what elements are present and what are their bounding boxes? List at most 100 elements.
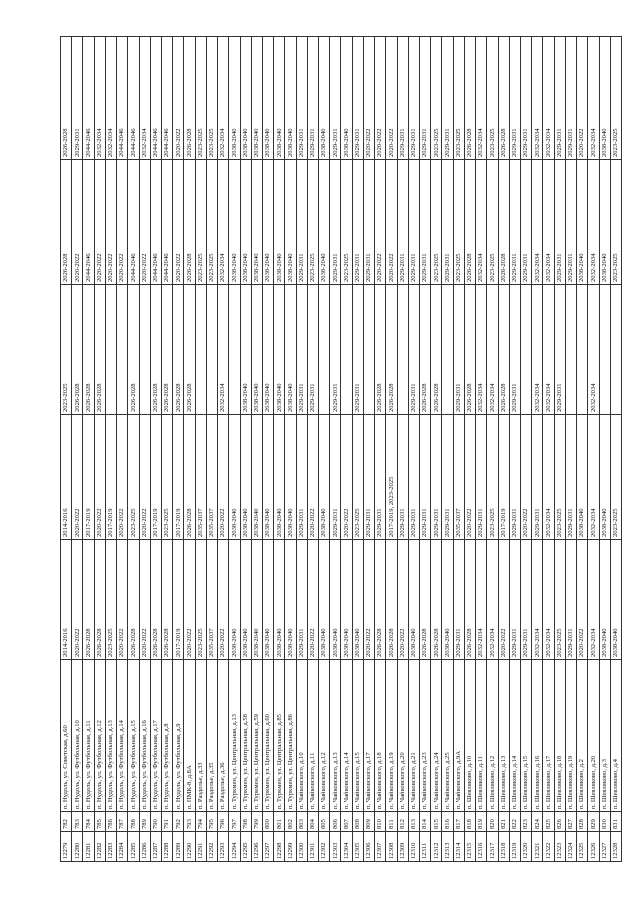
table-cell: 782 (60, 811, 72, 832)
table-cell: п. Чайковского, д.21 (408, 659, 420, 812)
table-cell: 830 (599, 811, 611, 832)
table-cell: 2038-2040 (262, 284, 274, 415)
table-cell: 2029-2031 (554, 36, 566, 160)
table-cell: 2020-2022 (172, 36, 184, 160)
table-cell (397, 284, 409, 415)
table-cell: 2023-2025 (340, 159, 353, 285)
table-cell: 2032-2034 (94, 36, 106, 160)
table-cell: 2044-2046 (82, 159, 95, 285)
table-cell: 2029-2031 (307, 284, 319, 415)
table-cell: 12314 (453, 831, 465, 862)
table-cell: 804 (307, 811, 319, 832)
table-cell: 2026-2028 (183, 36, 196, 160)
table-cell: 12285 (127, 831, 140, 862)
table-cell: 803 (296, 811, 308, 832)
table-cell: п. Раздолье, д.33 (195, 659, 207, 812)
table-cell: 2020-2022 (363, 36, 375, 160)
table-cell: 2029-2031 (520, 159, 532, 285)
table-cell: 2020-2022 (385, 36, 398, 160)
table-cell: 2020-2022 (217, 414, 229, 540)
table-cell: 12298 (273, 831, 285, 862)
table-cell: 12292 (206, 831, 218, 862)
table-cell: 12289 (172, 831, 184, 862)
table-cell: 2026-2028 (172, 284, 184, 415)
table-cell: 2023-2025 (430, 159, 442, 285)
table-cell: 2032-2034 (542, 539, 555, 660)
table-cell: 2026-2028 (150, 539, 162, 660)
table-cell: 2026-2028 (71, 284, 83, 415)
table-cell: 12301 (307, 831, 319, 862)
table-cell: 2020-2022 (374, 159, 386, 285)
table-cell: 2029-2031 (430, 414, 442, 540)
table-cell: 2032-2034 (531, 36, 543, 160)
table-cell: 814 (419, 811, 431, 832)
table-cell (228, 284, 240, 415)
table-cell: 2038-2040 (251, 284, 263, 415)
table-cell: 2017-2019, 2023-2025 (385, 414, 398, 540)
table-cell: 2029-2031 (520, 539, 532, 660)
table-cell: 12305 (352, 831, 364, 862)
table-cell: 2026-2028 (374, 284, 386, 415)
table-cell: 2029-2031 (329, 159, 341, 285)
table-cell: 2029-2031 (453, 284, 465, 415)
table-cell: 2020-2022 (374, 36, 386, 160)
table-cell: 2023-2025 (453, 36, 465, 160)
table-cell: 2020-2022 (116, 159, 128, 285)
table-cell: 12284 (116, 831, 128, 862)
table-cell: 2032-2034 (587, 36, 599, 160)
table-cell: 2032-2034 (475, 539, 487, 660)
table-cell: 12283 (105, 831, 117, 862)
table-cell: 800 (262, 811, 274, 832)
table-cell: 2026-2028 (94, 539, 106, 660)
table-cell: 817 (453, 811, 465, 832)
table-cell: 2029-2031 (531, 414, 543, 540)
table-cell: 825 (542, 811, 555, 832)
table-cell: 2026-2028 (464, 539, 476, 660)
table-cell: 2038-2040 (599, 414, 611, 540)
table-cell: 2023-2025 (486, 159, 499, 285)
table-cell: 2044-2046 (150, 159, 162, 285)
table-cell: п. Раздолье, д.36 (217, 659, 229, 812)
table-cell: 12279 (60, 831, 72, 862)
table-cell: 2023-2025 (610, 414, 622, 540)
table-cell: 2029-2031 (419, 414, 431, 540)
table-cell: 2020-2022 (397, 539, 409, 660)
table-cell: 801 (273, 811, 285, 832)
table-cell: 2029-2031 (329, 414, 341, 540)
table-cell: п. Туркмен, ул. Центральная, д.59 (251, 659, 263, 812)
table-cell: 2029-2031 (419, 36, 431, 160)
table-cell: 2023-2025 (554, 414, 566, 540)
table-cell: 12290 (183, 831, 196, 862)
table-cell: 820 (486, 811, 499, 832)
table-cell: 2032-2034 (531, 159, 543, 285)
table-cell: 12291 (195, 831, 207, 862)
table-cell: 2026-2028 (82, 284, 95, 415)
table-cell: 818 (464, 811, 476, 832)
table-cell: 12300 (296, 831, 308, 862)
table-cell: п. Нудоль, ул. Футбольная, д.10 (71, 659, 83, 812)
table-cell: п. Нудоль, ул. Советская, д.60 (60, 659, 72, 812)
table-cell: 2038-2040 (408, 539, 420, 660)
table-cell: п. Чайковского, д.19 (385, 659, 398, 812)
table-cell (363, 284, 375, 415)
table-cell: 2017-2019 (82, 414, 95, 540)
table-cell: 2029-2031 (565, 414, 577, 540)
table-cell: 2020-2022 (464, 414, 476, 540)
table-cell: 796 (217, 811, 229, 832)
table-cell: п. Чайковского, д.11 (307, 659, 319, 812)
table-cell: 12313 (441, 831, 454, 862)
table-cell: п. Шевляково, д.11 (475, 659, 487, 812)
table-cell (565, 284, 577, 415)
table-cell: 2020-2022 (94, 159, 106, 285)
